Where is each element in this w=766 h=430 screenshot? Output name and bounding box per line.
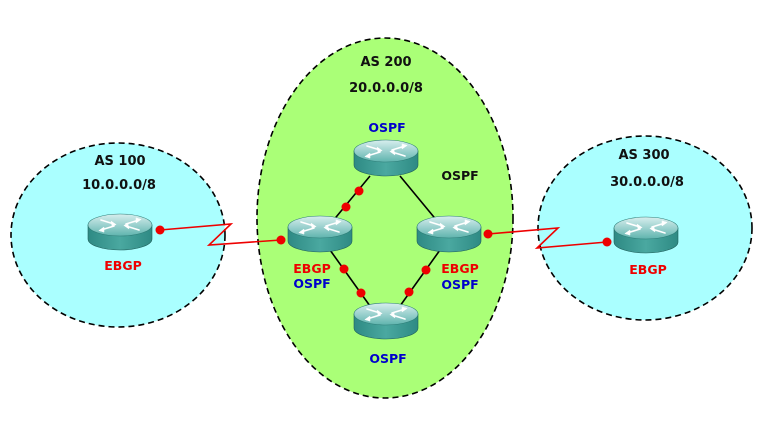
as200-top-right-link-label: OSPF bbox=[441, 168, 478, 183]
link-endpoint-dot bbox=[404, 287, 414, 297]
router-icon[interactable] bbox=[613, 216, 679, 254]
as300-name: AS 300 bbox=[618, 148, 669, 163]
link-endpoint-dot bbox=[354, 186, 364, 196]
ebgp-link-as200-as300 bbox=[487, 227, 608, 249]
link-endpoint-dot bbox=[483, 229, 493, 239]
router-icon[interactable] bbox=[353, 302, 419, 340]
link-top-left bbox=[331, 175, 371, 223]
ebgp-link-as100-as200 bbox=[159, 223, 282, 246]
router-icon[interactable] bbox=[353, 139, 419, 177]
link-endpoint-dot bbox=[421, 265, 431, 275]
as100-name: AS 100 bbox=[94, 154, 145, 169]
link-endpoint-dot bbox=[276, 235, 286, 245]
link-top-right bbox=[399, 175, 439, 223]
as300-network: 30.0.0.0/8 bbox=[610, 175, 684, 190]
as200-top-router-label: OSPF bbox=[368, 120, 405, 135]
router-icon[interactable] bbox=[287, 215, 353, 253]
as200-region bbox=[256, 37, 514, 399]
router-icon[interactable] bbox=[87, 213, 153, 251]
as200-bottom-router-label: OSPF bbox=[369, 351, 406, 366]
link-endpoint-dot bbox=[155, 225, 165, 235]
router-icon[interactable] bbox=[416, 215, 482, 253]
link-endpoint-dot bbox=[602, 237, 612, 247]
as200-right-router-ospf-label: OSPF bbox=[441, 277, 478, 292]
as200-left-router-ospf-label: OSPF bbox=[293, 276, 330, 291]
as300-router-label: EBGP bbox=[629, 262, 667, 277]
link-endpoint-dot bbox=[341, 202, 351, 212]
link-right-bottom bbox=[399, 249, 441, 307]
as200-name: AS 200 bbox=[360, 55, 411, 70]
as100-network: 10.0.0.0/8 bbox=[82, 178, 156, 193]
as200-left-router-ebgp-label: EBGP bbox=[293, 261, 331, 276]
link-endpoint-dot bbox=[356, 288, 366, 298]
as100-router-label: EBGP bbox=[104, 258, 142, 273]
as200-network: 20.0.0.0/8 bbox=[349, 81, 423, 96]
as200-right-router-ebgp-label: EBGP bbox=[441, 261, 479, 276]
link-endpoint-dot bbox=[339, 264, 349, 274]
